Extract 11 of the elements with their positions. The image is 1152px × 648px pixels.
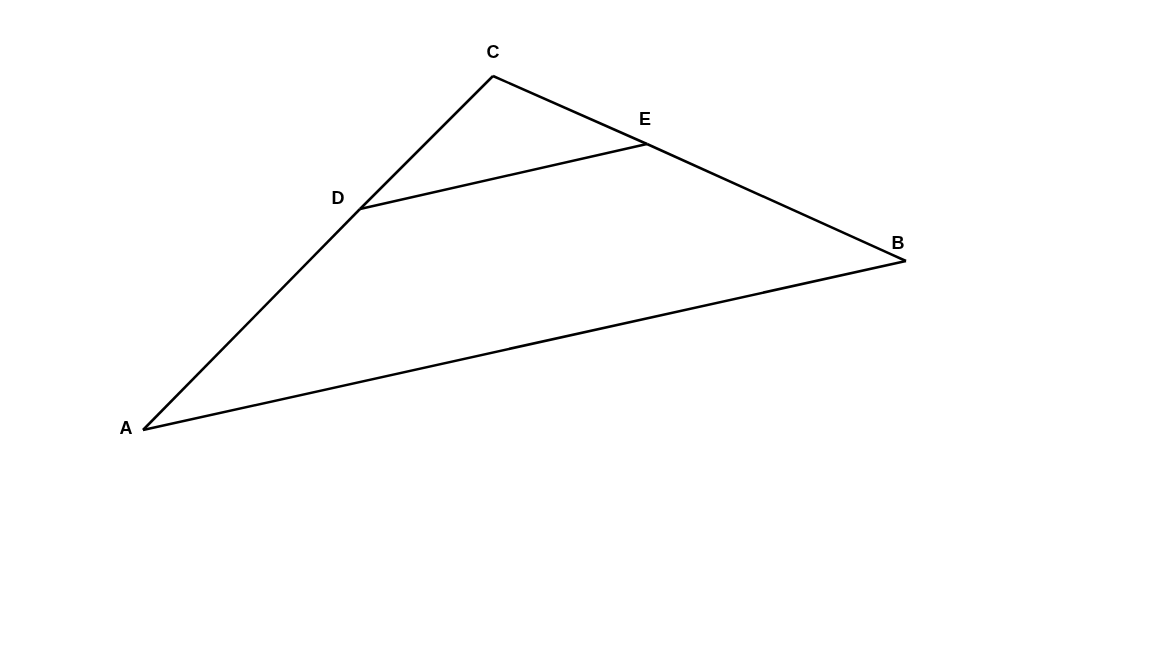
point-label: C — [486, 42, 500, 62]
line-segment — [359, 75, 494, 210]
line-segment — [646, 142, 907, 263]
line-segment — [142, 208, 361, 431]
point-label: E — [639, 109, 651, 129]
line-segment — [142, 259, 907, 432]
point-label: D — [331, 188, 345, 208]
point-label: B — [891, 233, 905, 253]
line-segment — [359, 142, 648, 211]
point-label: A — [119, 418, 133, 438]
line-segment — [492, 74, 648, 146]
